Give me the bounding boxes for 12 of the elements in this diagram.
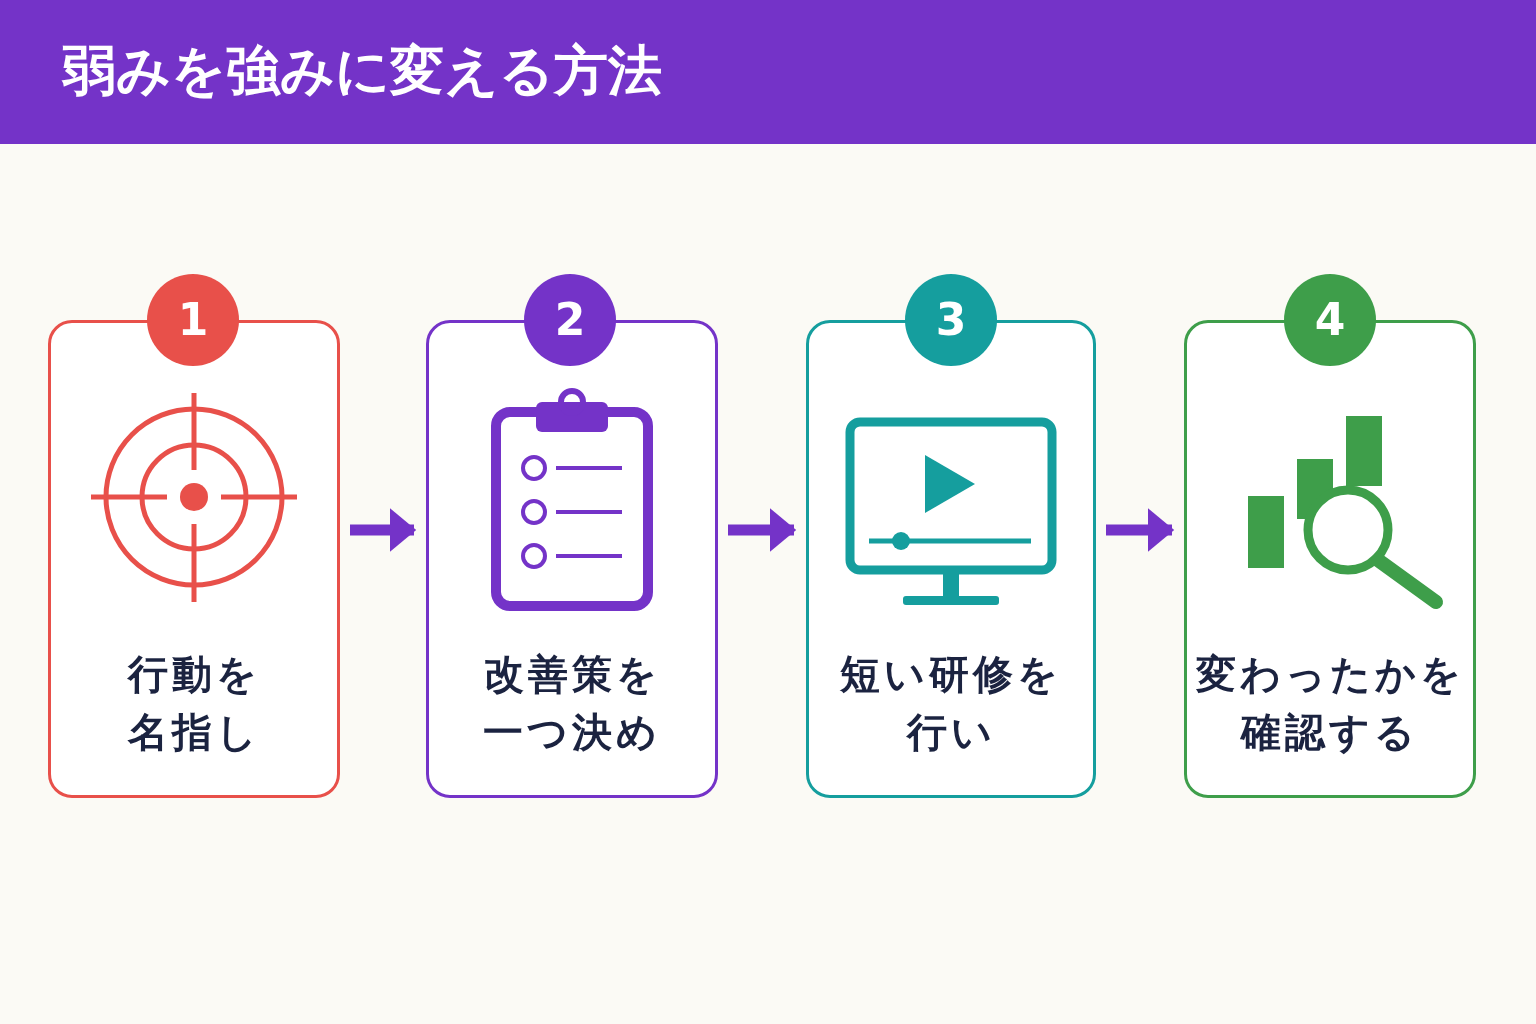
- title: 弱みを強みに変える方法: [62, 38, 662, 104]
- step-number-badge: 3: [905, 274, 997, 366]
- step-number-badge: 1: [147, 274, 239, 366]
- step-number-badge: 4: [1284, 274, 1376, 366]
- step-number-badge: 2: [524, 274, 616, 366]
- arrow: [728, 508, 797, 552]
- step-label: 行動を名指し: [126, 650, 262, 757]
- step-label: 短い研修を行い: [839, 650, 1063, 757]
- arrow: [1106, 508, 1175, 552]
- arrow: [350, 508, 417, 552]
- step-label: 変わったかを確認する: [1194, 650, 1466, 757]
- step-label: 改善策を一つ決め: [482, 650, 662, 757]
